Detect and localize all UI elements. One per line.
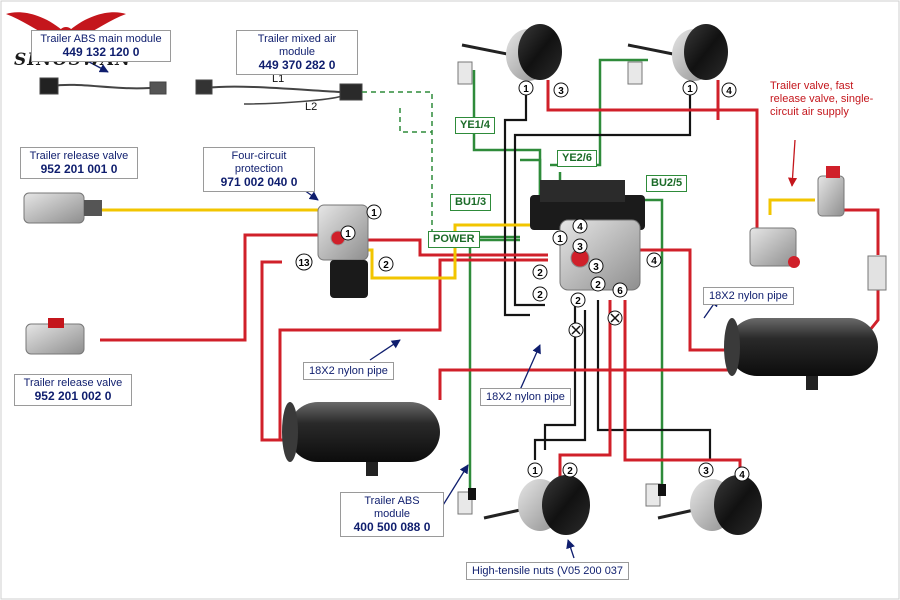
port-1-chamber-tl: 1 — [518, 80, 534, 96]
port-2-abs-4: 2 — [570, 292, 586, 308]
port-markers: 1 3 1 4 1 1 13 2 4 1 3 3 2 2 2 2 6 4 1 2… — [295, 80, 750, 482]
tag-bu13: BU1/3 — [450, 194, 492, 211]
sensor-cable-abs-main — [39, 77, 167, 95]
fast-release-valve — [749, 166, 887, 291]
tag-bu25: BU2/5 — [646, 175, 688, 192]
port-4-abs-out: 4 — [646, 252, 662, 268]
red-air-lines — [100, 80, 880, 480]
svg-text:1: 1 — [523, 84, 529, 95]
svg-text:3: 3 — [593, 262, 599, 273]
port-2-abs-2: 2 — [590, 276, 606, 292]
four-circuit-part: 971 002 040 0 — [220, 175, 298, 189]
sensor-plugs — [468, 484, 666, 500]
release-valve-2 — [25, 318, 85, 355]
svg-text:4: 4 — [651, 256, 657, 267]
brake-chamber-bottom-left — [483, 475, 590, 535]
abs-module-title: Trailer ABS module — [364, 495, 420, 520]
label-four-circuit: Four-circuit protection 971 002 040 0 — [203, 147, 315, 192]
release-valve-1-title: Trailer release valve — [29, 150, 129, 162]
svg-text:2: 2 — [595, 280, 601, 291]
port-3-chamber-tl: 3 — [553, 82, 569, 98]
black-control-lines — [503, 80, 712, 460]
sensor-cable-mixed-air — [195, 79, 363, 105]
dashed-signal-line — [362, 91, 433, 232]
port-4-abs: 4 — [572, 218, 588, 234]
abs-module-part: 400 500 088 0 — [353, 520, 431, 534]
mixed-air-title: Trailer mixed air module — [257, 33, 337, 58]
brake-chamber-top-left — [461, 24, 562, 81]
air-tank-left — [282, 402, 440, 476]
port-2-fcp: 2 — [378, 256, 394, 272]
svg-text:2: 2 — [537, 290, 543, 301]
release-valve-2-title: Trailer release valve — [23, 377, 123, 389]
exhaust-ports — [568, 310, 623, 338]
svg-text:1: 1 — [557, 234, 563, 245]
label-nylon-pipe-1: 18X2 nylon pipe — [303, 362, 394, 380]
cable-label-l2: L2 — [305, 101, 317, 113]
label-nylon-pipe-2: 18X2 nylon pipe — [480, 388, 571, 406]
four-circuit-title: Four-circuit protection — [231, 150, 287, 175]
cable-label-l1: L1 — [272, 73, 284, 85]
svg-text:2: 2 — [567, 466, 573, 477]
port-1-fcp-2: 1 — [340, 225, 356, 241]
tag-ye14: YE1/4 — [455, 117, 495, 134]
abs-modulator-valve — [530, 180, 645, 291]
svg-text:1: 1 — [687, 84, 693, 95]
svg-text:3: 3 — [577, 242, 583, 253]
port-3-chamber-br: 3 — [698, 462, 714, 478]
port-2-chamber-bl: 2 — [562, 462, 578, 478]
port-1-chamber-bl: 1 — [527, 462, 543, 478]
svg-text:3: 3 — [703, 466, 709, 477]
svg-text:6: 6 — [617, 286, 623, 297]
port-4-chamber-tr: 4 — [721, 82, 737, 98]
port-2-abs-3: 2 — [532, 286, 548, 302]
release-valve-1 — [23, 192, 102, 224]
svg-text:1: 1 — [371, 208, 377, 219]
port-6-abs: 6 — [612, 282, 628, 298]
port-1-abs: 1 — [552, 230, 568, 246]
port-4-chamber-br: 4 — [734, 466, 750, 482]
svg-text:2: 2 — [575, 296, 581, 307]
port-13-fcp: 13 — [295, 253, 313, 271]
brake-chamber-top-right — [627, 24, 728, 81]
svg-text:4: 4 — [726, 86, 732, 97]
port-3-abs: 3 — [572, 238, 588, 254]
label-release-valve-1: Trailer release valve 952 201 001 0 — [20, 147, 138, 179]
dashed-signal-line-2 — [399, 108, 432, 133]
air-tank-right — [724, 318, 878, 390]
tag-ye26: YE2/6 — [557, 150, 597, 167]
label-abs-main-module: Trailer ABS main module 449 132 120 0 — [31, 30, 171, 62]
release-valve-1-part: 952 201 001 0 — [40, 162, 118, 176]
yellow-supply-lines — [100, 198, 815, 280]
fast-release-pointer — [787, 139, 798, 187]
port-1-chamber-tr: 1 — [682, 80, 698, 96]
svg-text:2: 2 — [537, 268, 543, 279]
svg-text:4: 4 — [577, 222, 583, 233]
mixed-air-part: 449 370 282 0 — [258, 58, 336, 72]
abs-main-part: 449 132 120 0 — [62, 45, 140, 59]
svg-text:1: 1 — [532, 466, 538, 477]
label-mixed-air-module: Trailer mixed air module 449 370 282 0 — [236, 30, 358, 75]
label-abs-module: Trailer ABS module 400 500 088 0 — [340, 492, 444, 537]
label-release-valve-2: Trailer release valve 952 201 002 0 — [14, 374, 132, 406]
four-circuit-protection-valve — [317, 204, 369, 298]
svg-text:4: 4 — [739, 470, 745, 481]
port-3-abs-2: 3 — [588, 258, 604, 274]
svg-text:3: 3 — [558, 86, 564, 97]
tag-power: POWER — [428, 231, 480, 248]
label-high-tensile-nuts: High-tensile nuts (V05 200 037 — [466, 562, 630, 580]
pointer-arrows — [77, 55, 719, 559]
svg-text:2: 2 — [383, 260, 389, 271]
brake-chamber-bottom-right — [657, 475, 762, 535]
port-2-abs: 2 — [532, 264, 548, 280]
svg-text:13: 13 — [298, 258, 310, 269]
label-fast-release-valve: Trailer valve, fast release valve, singl… — [770, 80, 874, 118]
svg-text:1: 1 — [345, 229, 351, 240]
port-1-fcp: 1 — [366, 204, 382, 220]
release-valve-2-part: 952 201 002 0 — [34, 389, 112, 403]
label-nylon-pipe-3: 18X2 nylon pipe — [703, 287, 794, 305]
abs-main-title: Trailer ABS main module — [40, 33, 162, 45]
